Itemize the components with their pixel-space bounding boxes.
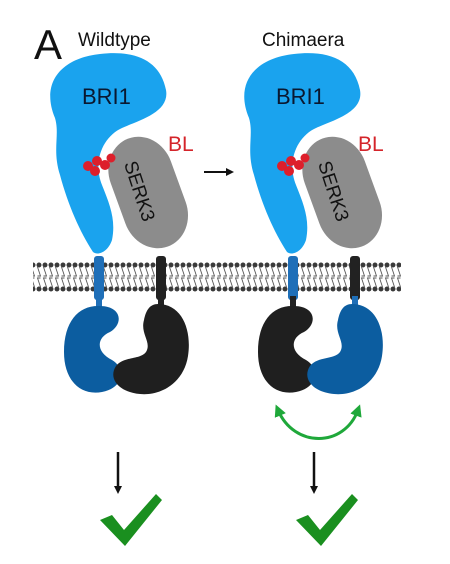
bri1-kinase-left [64,305,121,393]
ligand-label-left: BL [168,133,194,156]
condition-title-chimaera: Chimaera [262,30,345,51]
serk3-linker-left [158,296,164,308]
check-mark-icon-right [296,494,358,546]
bri1-ectodomain-right [244,53,361,254]
bri1-transmembrane-left [94,256,104,300]
wildtype-complex: SERK3 [50,53,189,395]
bri1-transmembrane-right [288,256,298,300]
bri1-linker-left [96,296,102,310]
ligand-label-right: BL [358,133,384,156]
plasma-membrane [33,262,401,292]
brassinolide-ligand-icon [83,153,116,176]
check-mark-icon-left [100,494,162,546]
serk3-kinase-left [113,304,189,395]
serk3-ectodomain-left [108,136,189,249]
bri1-label-left: BRI1 [82,84,131,109]
bri1-label-right: BRI1 [276,84,325,109]
bri1-kinase-swapped-right [307,304,383,395]
bri1-ectodomain-left [50,53,167,254]
serk3-transmembrane-left [156,256,166,300]
membrane-bilayer-icon [33,262,401,292]
condition-title-wildtype: Wildtype [78,30,151,51]
chimaera-complex: SERK3 [244,53,383,440]
serk3-transmembrane-right [350,256,360,300]
swap-arrow-icon [274,404,362,440]
panel-letter: A [34,21,63,68]
serk3-kinase-swapped-right [258,305,315,393]
brassinolide-ligand-icon-right [277,153,310,176]
bri1-linker-right [290,296,296,310]
serk3-ectodomain-right [302,136,383,249]
serk3-linker-right [352,296,358,308]
